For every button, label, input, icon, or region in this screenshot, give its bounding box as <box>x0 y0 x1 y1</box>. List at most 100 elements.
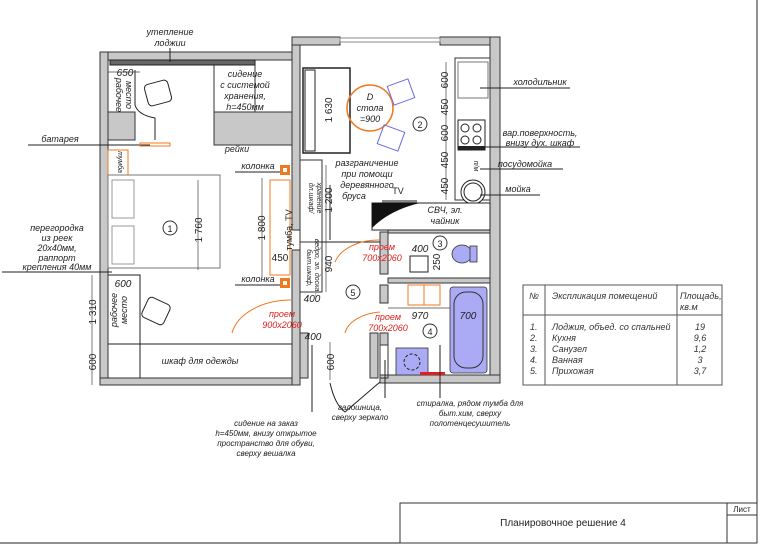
sink-label: мойка <box>505 184 530 194</box>
dim-600: 600 <box>115 279 132 290</box>
table-label: стола <box>357 103 384 113</box>
doorway-label: проем <box>375 312 401 322</box>
washer-label: стиралка, рядом тумба для <box>417 399 524 408</box>
room-3-marker <box>432 235 448 251</box>
partition-label: перегородка <box>30 223 84 233</box>
custom-seat-label: пространство для обуви, <box>217 439 315 448</box>
dim-1630: 1 630 <box>324 97 335 122</box>
towel-dryer <box>420 372 445 375</box>
partition-label: из реек <box>42 233 74 243</box>
table-label: =900 <box>360 114 380 124</box>
table-header-area: Площадь, <box>680 291 722 301</box>
bed <box>107 174 221 269</box>
table-cell: Ванная <box>552 355 583 365</box>
wardrobe-label: шкаф для одежды <box>162 356 239 366</box>
speaker-label: колонка <box>241 274 274 284</box>
loggia-label: утепление <box>146 27 194 37</box>
dim-1760: 1 760 <box>194 217 205 242</box>
tv-icon <box>382 200 417 203</box>
tv-stand-label: тумба, TV <box>284 209 294 250</box>
workplace-label: рабочее <box>114 77 124 112</box>
divider-label: бруса <box>342 191 366 201</box>
custom-seat-label: h=450мм, внизу открытое <box>215 429 317 438</box>
table-cell: 1. <box>530 322 538 332</box>
table-cell: 3,7 <box>694 366 708 376</box>
table-label: D <box>367 92 374 102</box>
dim-250: 250 <box>432 253 443 270</box>
sink-icon <box>460 179 486 205</box>
dim-940: 940 <box>324 255 335 272</box>
radiator-icon <box>139 142 171 147</box>
washer-label: полотенцесушитель <box>430 419 511 428</box>
table-header-num: № <box>529 291 539 301</box>
workplace-label: рабочее <box>109 293 119 328</box>
dim-700: 700 <box>460 311 477 322</box>
table-cell: 3. <box>530 344 538 354</box>
radiator-label: батарея <box>41 134 78 144</box>
dim-600-left: 600 <box>88 353 99 370</box>
loggia-insulation-hatch <box>109 59 256 66</box>
table-cell: 3 <box>697 355 702 365</box>
drawing-title: Планировочное решение 4 <box>500 518 626 529</box>
room-4-number: 4 <box>427 327 432 337</box>
custom-seat-label: сидение на заказ <box>234 419 298 428</box>
dim-970: 970 <box>412 311 429 322</box>
table-cell: 9,6 <box>694 333 707 343</box>
dim-1800: 1 800 <box>257 215 268 240</box>
long-cabinet-label: хранение <box>315 182 322 214</box>
dim-kitchen: 450 <box>440 98 451 115</box>
workplace-label: место <box>124 81 134 109</box>
entrance-door <box>329 381 381 413</box>
utility-cabinet-label: ведро, эл. доска... <box>313 239 321 297</box>
dim-kitchen: 600 <box>440 124 451 141</box>
long-cabinet-label: дл.шкаф/ <box>307 183 315 215</box>
fridge-label: холодильник <box>512 77 567 87</box>
partition-label: 20х40мм, <box>36 243 76 253</box>
dim-kitchen: 450 <box>440 177 451 194</box>
explication-table: № Экспликация помещений Площадь, кв.м 1.… <box>522 284 723 386</box>
table-cell: Санузел <box>552 344 587 354</box>
washing-machine-icon <box>395 347 429 376</box>
dim-kitchen: 600 <box>440 71 451 88</box>
room-4-marker <box>422 323 438 339</box>
shoe-rack <box>379 344 389 376</box>
workplace-label: место <box>119 296 129 324</box>
dim-kitchen: 450 <box>440 151 451 168</box>
partition-label: крепления 40мм <box>23 262 92 272</box>
dim-400: 400 <box>305 332 322 343</box>
divider-label: разграничение <box>334 158 398 168</box>
dining-table <box>346 84 394 132</box>
table-cell: Кухня <box>552 333 576 343</box>
dishwasher-label: посудомойка <box>498 159 552 169</box>
room-1-number: 1 <box>167 224 172 234</box>
table-cell: Лоджия, объед. со спальней <box>551 322 671 332</box>
chair-icon <box>376 124 406 152</box>
table-header-area: кв.м <box>680 302 698 312</box>
custom-seat-label: сверху вешалка <box>236 449 296 458</box>
tv-stand <box>269 179 291 276</box>
shoe-rack-label: галошница, <box>338 403 382 412</box>
dim-1310: 1 310 <box>88 299 99 324</box>
divider-label: деревянного <box>340 180 394 190</box>
slats-label: рейки <box>224 144 249 154</box>
dim-650: 650 <box>117 68 134 79</box>
room-1-marker <box>162 220 178 236</box>
table-cell: 4. <box>530 355 538 365</box>
sofa <box>302 67 351 154</box>
wc-sink <box>409 255 429 273</box>
doorway-label: 900х2060 <box>262 320 302 330</box>
cooktop-label: вар.поверхность, <box>503 128 578 138</box>
storage-seat-label: сидение <box>228 69 262 79</box>
sheet-label: Лист <box>733 505 751 514</box>
cooktop-icon <box>457 119 486 151</box>
dim-450: 450 <box>272 253 289 264</box>
storage-seat-label: h=450мм <box>226 102 264 112</box>
speaker-label: колонка <box>241 161 274 171</box>
microwave-label: чайник <box>431 216 461 226</box>
table-cell: 5. <box>530 366 538 376</box>
microwave-label: СВЧ, эл. <box>427 205 462 215</box>
bathtub-icon <box>449 286 488 374</box>
doorway-label: проем <box>369 242 395 252</box>
doorway-label: 700х2060 <box>362 253 402 263</box>
